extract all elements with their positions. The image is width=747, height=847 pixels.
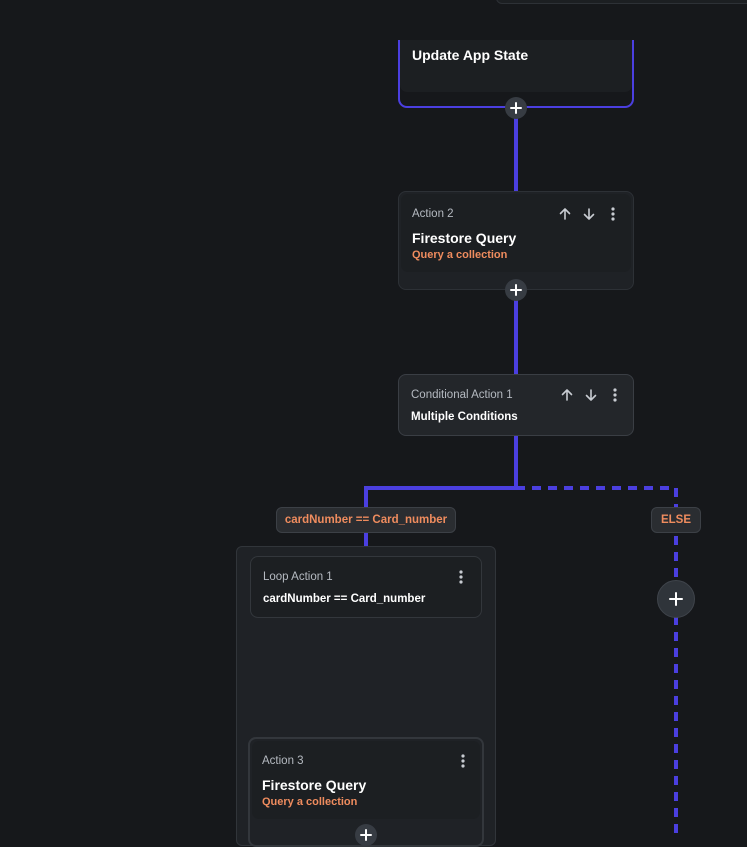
- more-vertical-icon: [613, 388, 617, 402]
- loop-action1-node[interactable]: Loop Action 1 cardNumber == Card_number: [250, 556, 482, 618]
- previous-node-fragment: [496, 0, 747, 4]
- move-up-button[interactable]: [557, 206, 573, 222]
- more-vertical-icon: [461, 754, 465, 768]
- connector-conditional-true-branch: [364, 436, 518, 556]
- more-vertical-icon: [611, 207, 615, 221]
- conditional-action1-node[interactable]: Conditional Action 1 Multiple Conditions: [398, 374, 634, 436]
- add-action-else-branch-button[interactable]: [657, 580, 695, 618]
- loop-action1-title: cardNumber == Card_number: [263, 593, 426, 605]
- update-app-state-node[interactable]: Update App State: [398, 40, 634, 108]
- action3-subtitle: Query a collection: [262, 796, 358, 808]
- plus-icon: [510, 102, 522, 114]
- arrow-up-icon: [559, 208, 571, 220]
- add-action-after-app-state-button[interactable]: [505, 97, 527, 119]
- plus-icon: [360, 829, 372, 841]
- more-options-button[interactable]: [455, 753, 471, 769]
- action2-toolbar: [557, 206, 621, 222]
- conditional-action1-title: Multiple Conditions: [411, 411, 518, 423]
- move-up-button[interactable]: [559, 387, 575, 403]
- arrow-up-icon: [561, 389, 573, 401]
- more-options-button[interactable]: [453, 569, 469, 585]
- action2-node[interactable]: Action 2 Firestore Query Query a collect…: [398, 191, 634, 290]
- else-branch-pill[interactable]: ELSE: [651, 507, 701, 533]
- arrow-down-icon: [585, 389, 597, 401]
- connector-conditional-else-branch: [516, 486, 678, 833]
- add-action-after-action3-button[interactable]: [355, 824, 377, 846]
- conditional-action1-toolbar: [559, 387, 623, 403]
- update-app-state-title: Update App State: [412, 47, 529, 63]
- more-options-button[interactable]: [607, 387, 623, 403]
- action2-title: Firestore Query: [412, 230, 517, 246]
- move-down-button[interactable]: [581, 206, 597, 222]
- more-vertical-icon: [459, 570, 463, 584]
- plus-icon: [669, 592, 683, 606]
- more-options-button[interactable]: [605, 206, 621, 222]
- action2-label: Action 2: [412, 208, 454, 220]
- loop-action1-label: Loop Action 1: [263, 571, 333, 583]
- action2-subtitle: Query a collection: [412, 249, 508, 261]
- action3-label: Action 3: [262, 755, 304, 767]
- conditional-action1-label: Conditional Action 1: [411, 389, 513, 401]
- true-branch-condition-pill[interactable]: cardNumber == Card_number: [276, 507, 456, 533]
- action3-title: Firestore Query: [262, 777, 367, 793]
- add-action-after-action2-button[interactable]: [505, 279, 527, 301]
- arrow-down-icon: [583, 208, 595, 220]
- move-down-button[interactable]: [583, 387, 599, 403]
- plus-icon: [510, 284, 522, 296]
